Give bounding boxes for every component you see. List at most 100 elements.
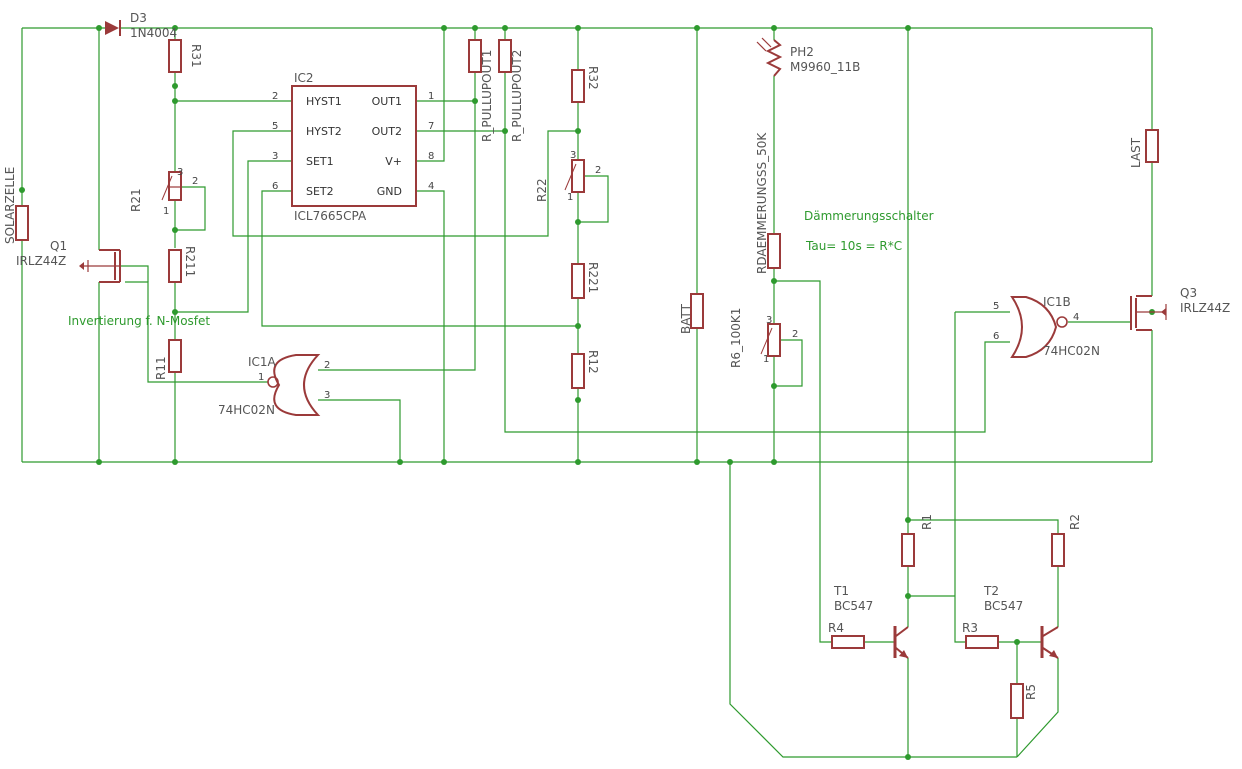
parts <box>15 20 1167 719</box>
r6-label: R6_100K1 <box>729 308 743 368</box>
q1-name: Q1 <box>50 239 67 253</box>
ic2-pinnum: 8 <box>428 151 434 162</box>
r21-pinnum: 3 <box>177 167 183 178</box>
junction-dot <box>19 187 25 193</box>
r21-pinnum: 1 <box>163 206 169 217</box>
resistor-r3 <box>965 635 999 649</box>
resistor-rdaem <box>767 233 781 269</box>
junction-dot <box>172 98 178 104</box>
r221-label: R221 <box>586 262 600 293</box>
r11-label: R11 <box>154 356 168 380</box>
q1-value: IRLZ44Z <box>16 254 66 268</box>
junction-dot <box>172 309 178 315</box>
ic2-value: ICL7665CPA <box>294 209 367 223</box>
ic1a-pinnum: 1 <box>258 372 264 383</box>
junction-dot <box>96 25 102 31</box>
nor-gate-ic1b-symbol <box>1010 296 1068 358</box>
ic1a-pinnum: 3 <box>324 390 330 401</box>
resistor-r4 <box>831 635 865 649</box>
junction-dot <box>771 278 777 284</box>
ic2-name: IC2 <box>294 71 314 85</box>
d3-value: 1N4004 <box>130 26 177 40</box>
mosfet-q3-symbol <box>1130 295 1167 331</box>
r22-pinnum: 3 <box>570 150 576 161</box>
junction-dot <box>441 459 447 465</box>
r6-pinnum: 2 <box>792 329 798 340</box>
resistor-r11 <box>168 339 182 373</box>
resistor-r31 <box>168 39 182 73</box>
junction-dot <box>472 98 478 104</box>
junction-dot <box>575 397 581 403</box>
r22-pinnum: 1 <box>567 192 573 203</box>
junction-dot <box>575 25 581 31</box>
note-inverter: Invertierung f. N-Mosfet <box>68 314 210 328</box>
solar-label: SOLARZELLE <box>3 167 17 244</box>
resistor-r32 <box>571 69 585 103</box>
junction-dot <box>172 83 178 89</box>
junction-dot <box>905 593 911 599</box>
nor-gate-ic1a-symbol <box>267 354 321 416</box>
last-label: LAST <box>1129 137 1143 168</box>
junction-dot <box>905 754 911 760</box>
r22-label: R22 <box>535 178 549 202</box>
ic1a-value: 74HC02N <box>218 403 275 417</box>
ic2-pin-out1: OUT1 <box>372 95 402 108</box>
resistor-batt <box>690 293 704 329</box>
junction-dot <box>472 25 478 31</box>
resistor-r211 <box>168 249 182 283</box>
diode-d3-symbol <box>105 20 121 36</box>
junction-dot <box>502 25 508 31</box>
junction-dot <box>575 219 581 225</box>
junction-dot <box>905 25 911 31</box>
ph2-value: M9960_11B <box>790 60 860 74</box>
note-tau: Tau= 10s = R*C <box>805 239 902 253</box>
batt-label: BATT <box>679 303 693 334</box>
labels: D3 1N4004 R31 R21 R211 R11 R32 R22 R221 … <box>3 11 1230 700</box>
rdaem-label: RDAEMMERUNGSS_50K <box>755 132 769 274</box>
junction-dot <box>727 459 733 465</box>
q3-name: Q3 <box>1180 286 1197 300</box>
r32-label: R32 <box>586 66 600 90</box>
ic2-pin-hyst2: HYST2 <box>306 125 342 138</box>
pot-r21-symbol <box>161 171 182 201</box>
transistor-t1-symbol <box>893 626 909 659</box>
t2-value: BC547 <box>984 599 1023 613</box>
ic1a-pinnum: 2 <box>324 360 330 371</box>
junction-dot <box>172 227 178 233</box>
ic1b-value: 74HC02N <box>1043 344 1100 358</box>
junction-dot <box>502 128 508 134</box>
ic2-pin-out2: OUT2 <box>372 125 402 138</box>
r211-label: R211 <box>183 246 197 277</box>
ic1b-name: IC1B <box>1043 295 1071 309</box>
r5-label: R5 <box>1024 684 1038 700</box>
junction-dot <box>575 128 581 134</box>
ic2-pinnum: 2 <box>272 91 278 102</box>
ic2-pinnum: 4 <box>428 181 434 192</box>
r31-label: R31 <box>189 44 203 68</box>
pot-r6-symbol <box>760 323 781 357</box>
ic1b-pinnum: 5 <box>993 301 999 312</box>
resistor-r221 <box>571 263 585 299</box>
t2-name: T2 <box>983 584 999 598</box>
resistor-last <box>1145 129 1159 163</box>
ic2-pinnum: 6 <box>272 181 278 192</box>
ic1b-pinnum: 4 <box>1073 312 1079 323</box>
r2-label: R2 <box>1068 514 1082 530</box>
resistor-pullup2 <box>498 39 512 73</box>
r22-pinnum: 2 <box>595 165 601 176</box>
resistor-r12 <box>571 353 585 389</box>
pullup1-label: R_PULLUPOUT1 <box>480 50 494 142</box>
junction-dot <box>397 459 403 465</box>
r12-label: R12 <box>586 350 600 374</box>
r1-label: R1 <box>920 514 934 530</box>
junction-dot <box>96 459 102 465</box>
t1-value: BC547 <box>834 599 873 613</box>
junction-dot <box>771 25 777 31</box>
junction-dot <box>694 25 700 31</box>
ic2-body <box>291 85 417 207</box>
r6-pinnum: 3 <box>766 315 772 326</box>
junction-dot <box>905 517 911 523</box>
r21-label: R21 <box>129 188 143 212</box>
resistor-pullup1 <box>468 39 482 73</box>
